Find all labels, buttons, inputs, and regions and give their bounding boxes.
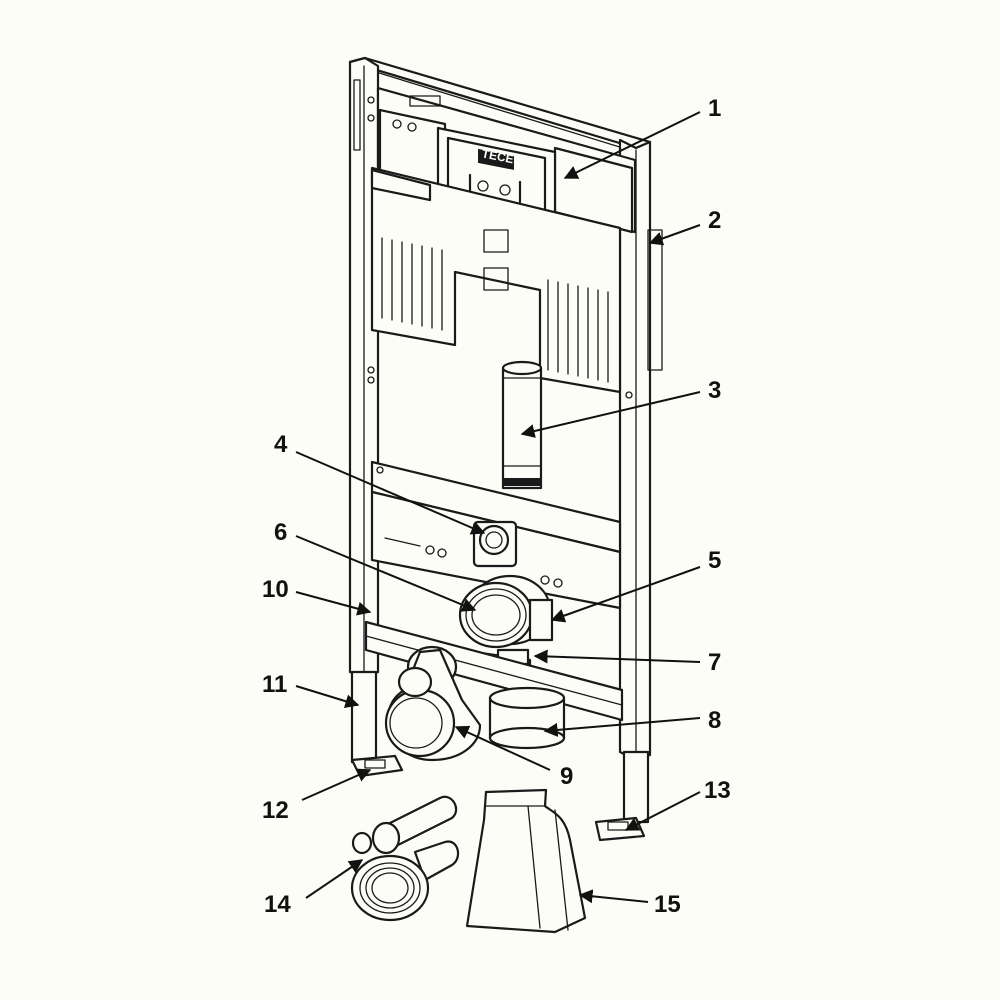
left-foot — [350, 754, 404, 778]
callout-15: 15 — [654, 891, 681, 918]
leader-7 — [533, 649, 701, 664]
leader-9 — [454, 725, 551, 771]
leader-14 — [305, 859, 364, 899]
leader-5 — [550, 566, 701, 623]
callout-8: 8 — [708, 707, 721, 734]
callout-11: 11 — [262, 671, 287, 698]
leader-4 — [295, 451, 486, 535]
leader-lines — [295, 111, 701, 904]
leader-15 — [578, 889, 649, 904]
supply-connection — [472, 520, 518, 568]
connection-set — [350, 795, 460, 922]
leader-2 — [648, 224, 701, 246]
callout-10: 10 — [262, 576, 289, 603]
callout-2: 2 — [708, 207, 721, 234]
callout-9: 9 — [560, 763, 573, 790]
left-grille — [381, 237, 443, 331]
callout-5: 5 — [708, 547, 721, 574]
protective-cover — [465, 788, 587, 934]
leader-12 — [301, 768, 372, 801]
leader-6 — [295, 535, 477, 612]
callout-12: 12 — [262, 797, 289, 824]
leader-10 — [295, 591, 372, 616]
callout-7: 7 — [708, 649, 721, 676]
callout-labels: 1 2 3 4 5 6 7 8 9 10 11 12 13 14 15 — [262, 95, 731, 918]
callout-1: 1 — [708, 95, 721, 122]
callout-14: 14 — [264, 891, 291, 918]
leader-1 — [563, 111, 701, 179]
outlet-pipe — [488, 686, 566, 750]
leader-8 — [543, 717, 701, 737]
callout-13: 13 — [704, 777, 731, 804]
brand-label: TECE — [481, 146, 515, 166]
callout-6: 6 — [274, 519, 287, 546]
back-panel — [370, 166, 622, 394]
leader-11 — [295, 685, 360, 709]
right-grille — [547, 279, 609, 383]
flush-pipe — [501, 360, 543, 490]
leader-3 — [520, 391, 701, 438]
right-foot — [594, 816, 646, 842]
callout-4: 4 — [274, 431, 288, 458]
leader-13 — [624, 791, 701, 831]
callout-3: 3 — [708, 377, 721, 404]
drain-connector — [458, 574, 554, 649]
cistern-housing: TECE — [376, 86, 637, 234]
